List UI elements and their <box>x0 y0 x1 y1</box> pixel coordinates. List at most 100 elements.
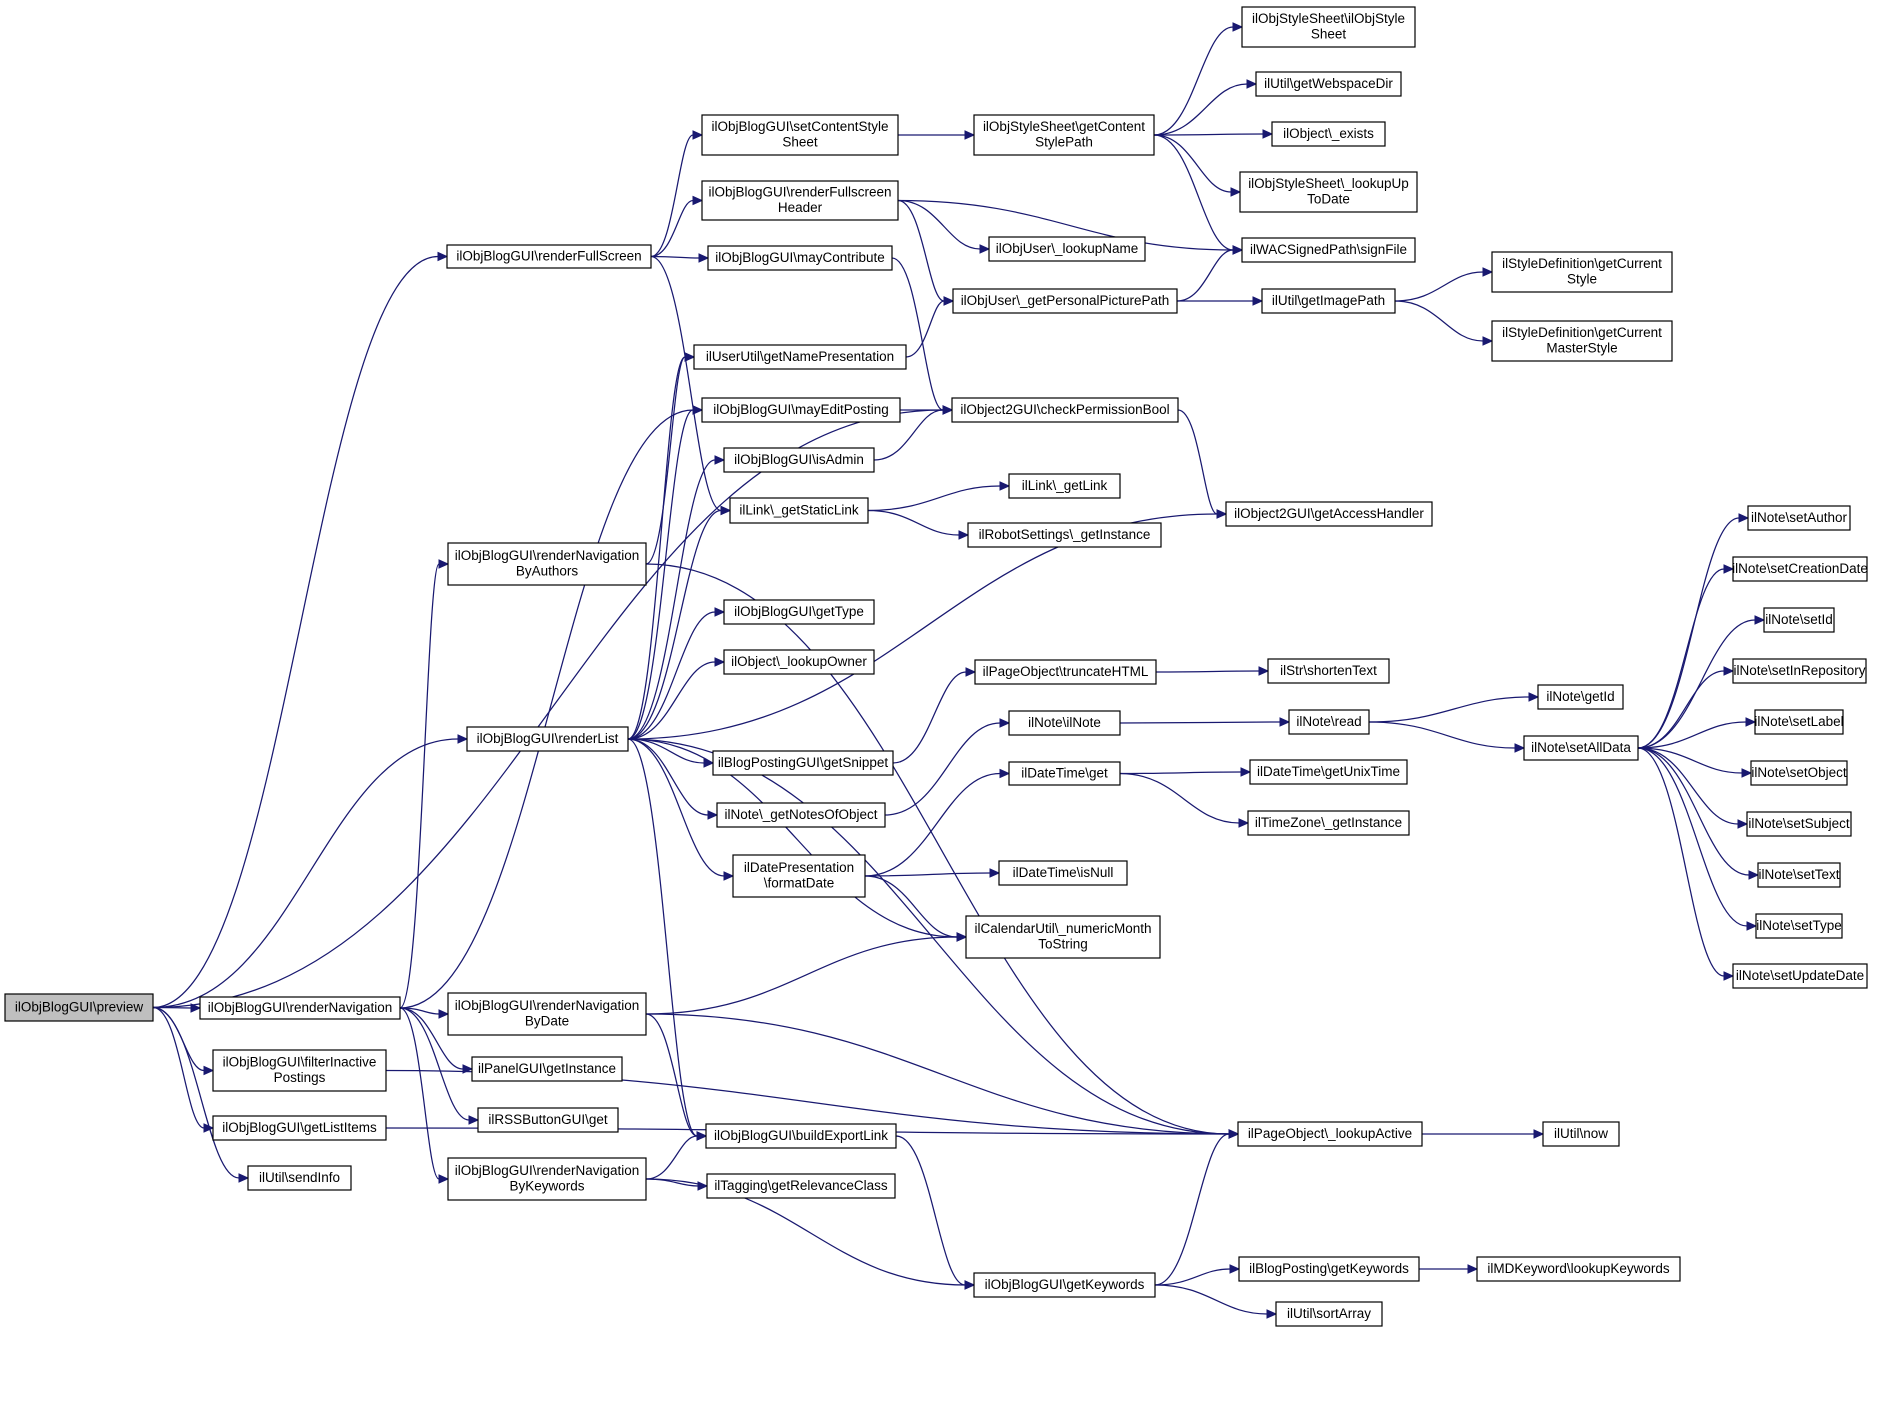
graph-node-get-unix-time[interactable]: ilDateTime\getUnixTime <box>1249 759 1408 785</box>
graph-node-style-ctor[interactable]: ilObjStyleSheet\ilObjStyleSheet <box>1241 6 1416 48</box>
graph-node-get-link[interactable]: ilLink\_getLink <box>1008 473 1121 499</box>
graph-node-get-access-handler[interactable]: ilObject2GUI\getAccessHandler <box>1225 501 1433 527</box>
edge-line <box>1153 133 1264 136</box>
node-box <box>1763 607 1835 633</box>
graph-node-set-object[interactable]: ilNote\setObject <box>1750 760 1848 786</box>
graph-node-set-type[interactable]: ilNote\setType <box>1755 913 1843 939</box>
edge-render-navigation-to-rss-get <box>399 1007 480 1125</box>
edge-set-all-data-to-set-creation-date <box>1637 564 1735 749</box>
node-label: ilStyleDefinition\getCurrent <box>1502 325 1662 340</box>
graph-node-check-permission-bool[interactable]: ilObject2GUI\checkPermissionBool <box>951 397 1179 423</box>
graph-node-get-name-presentation[interactable]: ilUserUtil\getNamePresentation <box>693 344 907 370</box>
node-label: ilNote\setAllData <box>1531 740 1631 755</box>
node-label: ilNote\setUpdateDate <box>1736 968 1864 983</box>
graph-node-preview[interactable]: ilObjBlogGUI\preview <box>4 993 154 1022</box>
graph-node-is-admin[interactable]: ilObjBlogGUI\isAdmin <box>723 447 875 473</box>
edge-arrowhead <box>958 530 970 540</box>
graph-node-render-list[interactable]: ilObjBlogGUI\renderList <box>466 726 629 752</box>
graph-node-get-snippet[interactable]: ilBlogPostingGUI\getSnippet <box>712 750 894 776</box>
edge-arrowhead <box>698 253 710 263</box>
edge-render-nav-by-date-to-numeric-month <box>645 932 968 1015</box>
graph-node-util-now[interactable]: ilUtil\now <box>1542 1121 1620 1147</box>
graph-node-shorten-text[interactable]: ilStr\shortenText <box>1267 658 1390 684</box>
edge-line <box>650 199 694 258</box>
graph-node-lookup-keywords[interactable]: ilMDKeyword\lookupKeywords <box>1476 1256 1681 1282</box>
graph-node-set-in-repository[interactable]: ilNote\setInRepository <box>1732 658 1867 684</box>
node-label: ilNote\setAuthor <box>1751 510 1848 525</box>
graph-node-set-text[interactable]: ilNote\setText <box>1757 862 1841 888</box>
node-layer: ilObjBlogGUI\preview ilObjBlogGUI\renderF… <box>4 6 1868 1327</box>
node-box <box>471 1056 623 1082</box>
node-label: ilObjUser\_lookupName <box>996 241 1139 256</box>
node-label: ilObjBlogGUI\renderNavigation <box>455 1163 640 1178</box>
graph-node-set-all-data[interactable]: ilNote\setAllData <box>1523 735 1639 761</box>
node-box <box>706 1173 896 1199</box>
node-label: ilTagging\getRelevanceClass <box>714 1178 888 1193</box>
graph-node-may-contribute[interactable]: ilObjBlogGUI\mayContribute <box>707 245 893 271</box>
edge-render-list-to-get-type <box>627 607 726 740</box>
graph-node-get-relevance-class[interactable]: ilTagging\getRelevanceClass <box>706 1173 896 1199</box>
node-label: ilObjBlogGUI\renderNavigation <box>208 1000 393 1015</box>
graph-node-lookup-active[interactable]: ilPageObject\_lookupActive <box>1237 1121 1423 1147</box>
edge-arrowhead <box>684 352 696 362</box>
graph-node-sort-array[interactable]: ilUtil\sortArray <box>1275 1301 1383 1327</box>
node-box <box>1523 735 1639 761</box>
edge-line <box>399 1007 470 1121</box>
graph-node-get-personal-picture-path[interactable]: ilObjUser\_getPersonalPicturePath <box>952 288 1178 314</box>
graph-node-send-info[interactable]: ilUtil\sendInfo <box>247 1165 352 1191</box>
edge-get-keywords-to-lookup-active <box>1154 1129 1240 1286</box>
graph-node-render-full-screen[interactable]: ilObjBlogGUI\renderFullScreen <box>446 244 652 269</box>
edge-line <box>1153 83 1248 136</box>
graph-node-get-notes-of-object[interactable]: ilNote\_getNotesOfObject <box>716 802 886 828</box>
graph-node-format-date[interactable]: ilDatePresentation\formatDate <box>732 854 866 898</box>
graph-node-dt-is-null[interactable]: ilDateTime\isNull <box>998 860 1128 886</box>
node-box <box>1239 171 1418 213</box>
graph-node-lookup-name[interactable]: ilObjUser\_lookupName <box>988 236 1146 262</box>
node-label: ilObjBlogGUI\renderFullscreen <box>708 185 891 200</box>
node-box <box>1249 759 1408 785</box>
graph-node-obj-exists[interactable]: ilObject\_exists <box>1271 121 1386 147</box>
graph-node-note-get-id[interactable]: ilNote\getId <box>1537 684 1624 710</box>
graph-node-dt-get[interactable]: ilDateTime\get <box>1008 761 1121 786</box>
edge-arrowhead <box>190 1003 202 1013</box>
graph-node-get-webspace-dir[interactable]: ilUtil\getWebspaceDir <box>1255 71 1402 97</box>
graph-node-may-edit-posting[interactable]: ilObjBlogGUI\mayEditPosting <box>701 397 901 423</box>
graph-node-get-list-items[interactable]: ilObjBlogGUI\getListItems <box>212 1115 387 1141</box>
graph-node-rss-get[interactable]: ilRSSButtonGUI\get <box>477 1107 619 1133</box>
graph-node-il-note-ctor[interactable]: ilNote\ilNote <box>1008 710 1121 736</box>
graph-node-get-static-link[interactable]: ilLink\_getStaticLink <box>729 497 869 524</box>
graph-node-build-export-link[interactable]: ilObjBlogGUI\buildExportLink <box>705 1123 897 1149</box>
graph-node-truncate-html[interactable]: ilPageObject\truncateHTML <box>974 659 1157 685</box>
graph-node-set-id[interactable]: ilNote\setId <box>1763 607 1835 633</box>
graph-node-panel-get-instance[interactable]: ilPanelGUI\getInstance <box>471 1056 623 1082</box>
graph-node-set-subject[interactable]: ilNote\setSubject <box>1746 811 1852 837</box>
graph-node-get-type[interactable]: ilObjBlogGUI\getType <box>723 599 875 625</box>
graph-node-get-image-path[interactable]: ilUtil\getImagePath <box>1261 288 1396 314</box>
node-box <box>447 542 647 586</box>
edge-line <box>1394 271 1484 302</box>
graph-node-sign-file[interactable]: ilWACSignedPath\signFile <box>1241 237 1416 263</box>
graph-node-lookup-owner[interactable]: ilObject\_lookupOwner <box>723 649 875 675</box>
node-label: ByAuthors <box>516 564 579 579</box>
graph-node-set-creation-date[interactable]: ilNote\setCreationDate <box>1732 556 1868 582</box>
graph-node-set-author[interactable]: ilNote\setAuthor <box>1747 505 1851 531</box>
graph-node-blog-posting-get-keywords[interactable]: ilBlogPosting\getKeywords <box>1238 1256 1420 1282</box>
graph-node-note-read[interactable]: ilNote\read <box>1288 709 1370 735</box>
graph-node-tz-get-instance[interactable]: ilTimeZone\_getInstance <box>1247 810 1410 836</box>
graph-node-render-navigation[interactable]: ilObjBlogGUI\renderNavigation <box>199 996 401 1020</box>
graph-node-set-label[interactable]: ilNote\setLabel <box>1754 709 1844 735</box>
graph-node-robot-get-instance[interactable]: ilRobotSettings\_getInstance <box>967 522 1162 548</box>
graph-node-get-keywords[interactable]: ilObjBlogGUI\getKeywords <box>973 1272 1156 1298</box>
graph-node-set-update-date[interactable]: ilNote\setUpdateDate <box>1732 963 1868 989</box>
